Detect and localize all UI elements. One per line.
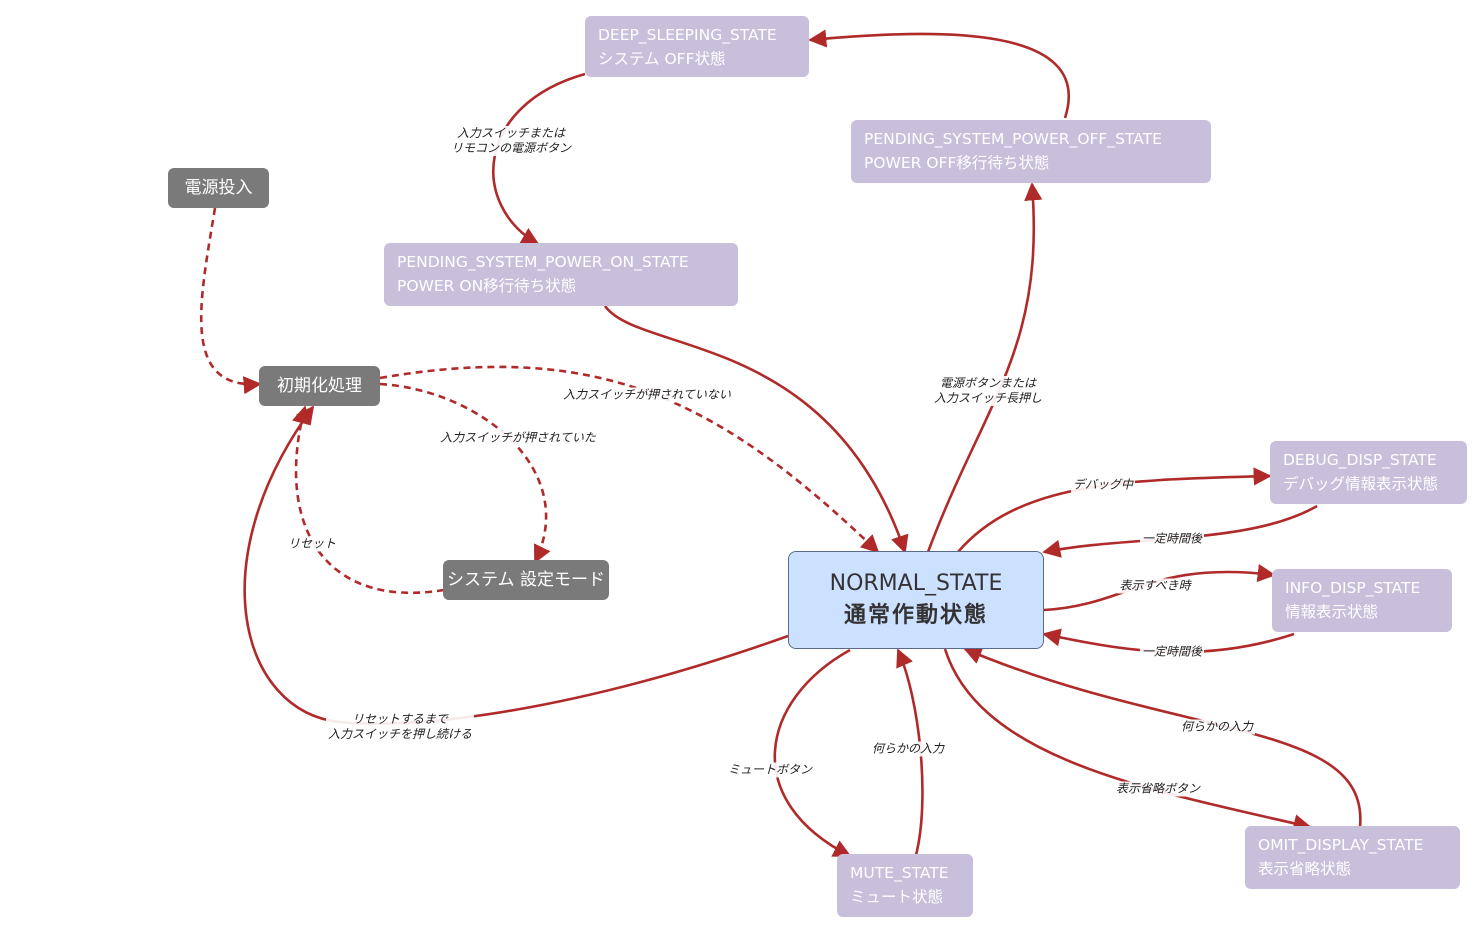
edge-label-line: ミュートボタン xyxy=(727,762,813,777)
edge-label-init-to-setting: 入力スイッチが押されていた xyxy=(438,430,598,446)
edge-label-line: 入力スイッチが押されていない xyxy=(563,387,731,402)
edge-normal-to-omit xyxy=(943,648,1312,833)
edge-label-line: 入力スイッチを押し続ける xyxy=(327,727,473,741)
node-title: MUTE_STATE xyxy=(850,864,949,882)
node-subtitle: デバッグ情報表示状態 xyxy=(1283,475,1439,493)
edge-label-line: 一定時間後 xyxy=(1141,644,1203,659)
edge-label-normal-to-mute: ミュートボタン xyxy=(725,762,815,778)
edge-label-omit-to-normal: 何らかの入力 xyxy=(1178,719,1256,735)
edge-label-line: リモコンの電源ボタン xyxy=(450,141,572,155)
edge-pending-on-to-normal xyxy=(603,305,909,554)
node-title: INFO_DISP_STATE xyxy=(1285,579,1421,597)
edge-label-line: リセット xyxy=(287,536,337,551)
edge-label-line: 電源ボタンまたは xyxy=(939,376,1037,390)
deep-sleeping-state-node[interactable]: DEEP_SLEEPING_STATE システム OFF状態 xyxy=(585,16,809,77)
init-process-node[interactable]: 初期化処理 xyxy=(259,366,380,406)
edge-label-line: 何らかの入力 xyxy=(871,741,945,756)
node-title: NORMAL_STATE xyxy=(829,571,1003,596)
edge-label-line: 入力スイッチ長押し xyxy=(933,391,1043,405)
node-title: DEEP_SLEEPING_STATE xyxy=(598,26,777,44)
edge-label-line: 入力スイッチまたは xyxy=(456,126,566,140)
node-subtitle: 通常作動状態 xyxy=(843,603,988,628)
edge-init-to-setting xyxy=(379,382,551,564)
edge-setting-to-init xyxy=(292,405,445,595)
edge-label-line: リセットするまで xyxy=(351,712,449,726)
pending-power-off-state-node[interactable]: PENDING_SYSTEM_POWER_OFF_STATE POWER OFF… xyxy=(851,120,1211,183)
node-subtitle: POWER ON移行待ち状態 xyxy=(397,277,577,295)
node-subtitle: 表示省略状態 xyxy=(1258,860,1352,878)
node-title: OMIT_DISPLAY_STATE xyxy=(1258,836,1424,854)
system-setting-mode-node[interactable]: システム 設定モード xyxy=(443,560,609,600)
node-subtitle: システム OFF状態 xyxy=(598,50,726,68)
mute-state-node[interactable]: MUTE_STATE ミュート状態 xyxy=(837,854,973,917)
edge-label-debug-to-normal: 一定時間後 xyxy=(1139,531,1205,547)
debug-disp-state-node[interactable]: DEBUG_DISP_STATE デバッグ情報表示状態 xyxy=(1270,441,1467,504)
edge-label-normal-to-omit: 表示省略ボタン xyxy=(1113,781,1203,797)
edge-label-line: 何らかの入力 xyxy=(1180,719,1254,734)
edge-label-line: 入力スイッチが押されていた xyxy=(440,430,596,445)
edge-label-line: 一定時間後 xyxy=(1141,531,1203,546)
edge-label-mute-to-normal: 何らかの入力 xyxy=(869,741,947,757)
pending-power-on-state-node[interactable]: PENDING_SYSTEM_POWER_ON_STATE POWER ON移行… xyxy=(384,243,738,306)
edge-label-setting-to-init: リセット xyxy=(285,536,339,552)
edge-label-normal-to-init: リセットするまで 入力スイッチを押し続ける xyxy=(325,712,475,742)
normal-state-node[interactable]: NORMAL_STATE 通常作動状態 xyxy=(788,551,1044,649)
node-subtitle: 情報表示状態 xyxy=(1285,603,1379,621)
edge-label-line: 表示すべき時 xyxy=(1119,578,1191,593)
node-subtitle: POWER OFF移行待ち状態 xyxy=(864,154,1050,172)
edge-label-normal-to-info: 表示すべき時 xyxy=(1117,578,1193,594)
edge-pending-off-to-deep-sleeping xyxy=(808,29,1070,119)
edge-normal-to-mute xyxy=(773,648,852,858)
node-label: 電源投入 xyxy=(184,178,253,198)
edge-label-info-to-normal: 一定時間後 xyxy=(1139,644,1205,660)
edge-normal-to-pending-off xyxy=(926,182,1043,553)
node-title: PENDING_SYSTEM_POWER_ON_STATE xyxy=(397,253,689,271)
edge-label-line: 表示省略ボタン xyxy=(1115,781,1201,796)
omit-display-state-node[interactable]: OMIT_DISPLAY_STATE 表示省略状態 xyxy=(1245,826,1460,889)
edge-label-init-to-normal: 入力スイッチが押されていない xyxy=(561,387,733,403)
edge-deep-sleeping-to-pending-on xyxy=(492,72,586,246)
node-title: PENDING_SYSTEM_POWER_OFF_STATE xyxy=(864,130,1162,148)
node-subtitle: ミュート状態 xyxy=(850,888,944,906)
edge-label-line: デバッグ中 xyxy=(1072,477,1134,492)
edge-label-normal-to-pending-off: 電源ボタンまたは 入力スイッチ長押し xyxy=(931,376,1045,406)
info-disp-state-node[interactable]: INFO_DISP_STATE 情報表示状態 xyxy=(1272,569,1452,632)
edge-label-normal-to-debug: デバッグ中 xyxy=(1070,477,1136,493)
node-label: システム 設定モード xyxy=(447,570,605,590)
edge-label-sleep-to-pending-on: 入力スイッチまたは リモコンの電源ボタン xyxy=(448,126,574,156)
edge-power-on-to-init xyxy=(199,207,262,395)
power-on-node[interactable]: 電源投入 xyxy=(168,168,269,208)
node-label: 初期化処理 xyxy=(277,376,362,396)
node-title: DEBUG_DISP_STATE xyxy=(1283,451,1437,469)
